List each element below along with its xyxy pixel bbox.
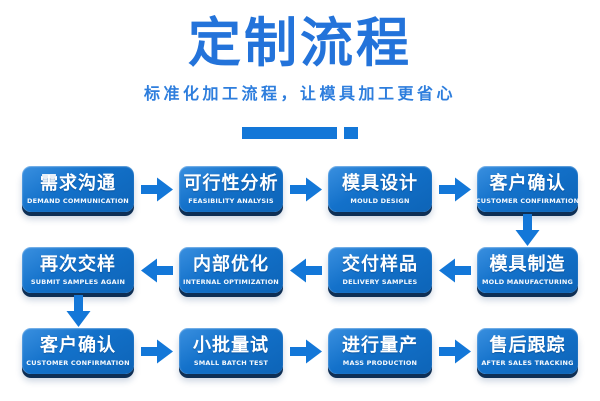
arrow-right-icon <box>134 166 179 212</box>
step-label-en: CUSTOMER CONFIRMATION <box>26 358 130 367</box>
step-demand-communication: 需求沟通 DEMAND COMMUNICATION <box>22 166 134 213</box>
step-label-zh: 进行量产 <box>342 334 418 356</box>
page-subtitle: 标准化加工流程，让模具加工更省心 <box>143 84 456 104</box>
arrow-right-icon <box>432 166 477 212</box>
step-label-en: MOULD DESIGN <box>350 196 410 205</box>
step-mould-design: 模具设计 MOULD DESIGN <box>328 166 432 213</box>
step-label-en: AFTER SALES TRACKING <box>481 358 574 367</box>
arrow-down-icon <box>477 212 578 247</box>
step-label-zh: 客户确认 <box>40 334 116 356</box>
step-submit-samples-again: 再次交样 SUBMIT SAMPLES AGAIN <box>22 247 134 294</box>
process-flowchart: 需求沟通 DEMAND COMMUNICATION 可行性分析 FEASIBIL… <box>22 166 580 375</box>
arrow-right-icon <box>283 328 328 374</box>
step-label-en: SMALL BATCH TEST <box>193 358 269 367</box>
step-label-zh: 可行性分析 <box>183 172 279 194</box>
step-label-en: MASS PRODUCTION <box>342 358 418 367</box>
step-label-en: SUBMIT SAMPLES AGAIN <box>30 277 126 286</box>
step-label-en: FEASIBILITY ANALYSIS <box>188 196 274 205</box>
step-label-en: INTERNAL OPTIMIZATION <box>183 277 279 286</box>
step-label-en: MOLD MANUFACTURING <box>481 277 574 286</box>
step-label-zh: 模具设计 <box>342 172 418 194</box>
arrow-right-icon <box>283 166 328 212</box>
step-label-zh: 模具制造 <box>489 253 566 275</box>
step-label-en: DELIVERY SAMPLES <box>342 277 418 286</box>
arrow-left-icon <box>432 247 477 293</box>
arrow-right-icon <box>432 328 477 374</box>
step-delivery-samples: 交付样品 DELIVERY SAMPLES <box>328 247 432 294</box>
step-mass-production: 进行量产 MASS PRODUCTION <box>328 328 432 375</box>
step-after-sales-tracking: 售后跟踪 AFTER SALES TRACKING <box>477 328 578 375</box>
arrow-left-icon <box>283 247 328 293</box>
step-label-zh: 再次交样 <box>40 253 116 275</box>
step-feasibility-analysis: 可行性分析 FEASIBILITY ANALYSIS <box>179 166 283 213</box>
step-small-batch-test: 小批量试 SMALL BATCH TEST <box>179 328 283 375</box>
step-internal-optimization: 内部优化 INTERNAL OPTIMIZATION <box>179 247 283 294</box>
step-label-zh: 售后跟踪 <box>489 334 566 356</box>
step-label-zh: 交付样品 <box>342 253 418 275</box>
step-label-zh: 小批量试 <box>193 334 269 356</box>
underline-square <box>344 127 358 140</box>
page-title: 定制流程 <box>188 13 412 74</box>
step-label-en: DEMAND COMMUNICATION <box>27 196 129 205</box>
step-label-en: CUSTOMER CONFIRMATION <box>475 196 580 205</box>
step-customer-confirmation-1: 客户确认 CUSTOMER CONFIRMATION <box>475 166 580 213</box>
step-label-zh: 客户确认 <box>489 172 566 194</box>
arrow-down-icon <box>22 293 134 328</box>
title-underline-decoration <box>0 127 600 140</box>
underline-bar <box>242 127 337 140</box>
arrow-left-icon <box>134 247 179 293</box>
step-label-zh: 内部优化 <box>193 253 269 275</box>
step-customer-confirmation-2: 客户确认 CUSTOMER CONFIRMATION <box>22 328 134 375</box>
step-mold-manufacturing: 模具制造 MOLD MANUFACTURING <box>477 247 578 294</box>
step-label-zh: 需求沟通 <box>40 172 116 194</box>
arrow-right-icon <box>134 328 179 374</box>
